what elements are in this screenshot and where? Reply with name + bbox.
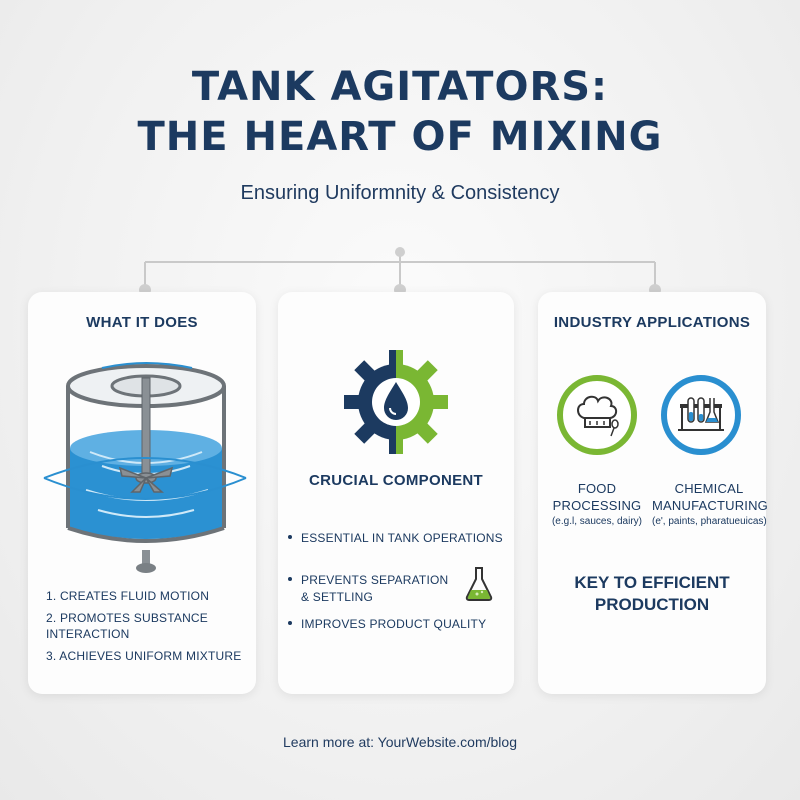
title-line-1: TANK AGITATORS: — [191, 64, 609, 110]
key-line-2: PRODUCTION — [594, 595, 710, 614]
page-title: TANK AGITATORS: THE HEART OF MIXING — [0, 62, 800, 162]
key-statement: KEY TO EFFICIENT PRODUCTION — [538, 572, 766, 616]
food-example: (e.g.l, sauces, dairy) — [551, 516, 643, 527]
card-heading-crucial-component: CRUCIAL COMPONENT — [309, 472, 483, 489]
step-item-2: 2. PROMOTES SUBSTANCE INTERACTION — [46, 611, 209, 641]
connector-node-top — [395, 247, 405, 257]
food-label-1: FOOD — [577, 481, 617, 496]
bullet-item-2: PREVENTS SEPARATION — [288, 572, 448, 588]
card-what-it-does: WHAT IT DOES — [28, 292, 256, 694]
bullet-item-1: ESSENTIAL IN TANK OPERATIONS — [288, 530, 503, 546]
flask-icon — [465, 567, 493, 601]
title-line-2: THE HEART OF MIXING — [137, 114, 663, 160]
card-industry-applications: INDUSTRY APPLICATIONS FOOD PROCESSING (e… — [538, 292, 768, 694]
test-tubes-icon — [661, 375, 741, 455]
card-heading-what-it-does: WHAT IT DOES — [86, 314, 198, 331]
chemical-label-2: MANUFACTURING — [652, 498, 768, 513]
subtitle: Ensuring Uniformnity & Consistency — [240, 182, 560, 204]
footer-link-text: Learn more at: YourWebsite.com/blog — [283, 734, 517, 750]
chemical-example: (e', paints, pharatuеuicas) — [652, 516, 767, 527]
agitator-tank-icon — [43, 362, 247, 573]
card-heading-industry-applications: INDUSTRY APPLICATIONS — [553, 314, 751, 331]
step-item-3: 3. ACHIEVES UNIFORM MIXTURE — [46, 649, 242, 663]
steps-list: 1. CREATES FLUID MOTION 2. PROMOTES SUBS… — [46, 588, 241, 670]
card-crucial-component: CRUCIAL COMPONENT ESSENTIAL IN TANK OPER… — [278, 292, 514, 694]
key-line-1: KEY TO EFFICIENT — [574, 573, 730, 592]
app-chemical-manufacturing: CHEMICAL MANUFACTURING (e', paints, phar… — [652, 480, 768, 527]
gear-water-drop-icon — [344, 350, 448, 454]
step-item-1: 1. CREATES FLUID MOTION — [46, 589, 210, 603]
app-food-processing: FOOD PROCESSING (e.g.l, sauces, dairy) — [538, 480, 656, 527]
chemical-label-1: CHEMICAL — [674, 481, 744, 496]
chef-hat-icon — [557, 375, 637, 455]
bullet-item-2-cont: & SETTLING — [301, 590, 374, 604]
bullet-item-3: IMPROVES PRODUCT QUALITY — [288, 616, 486, 632]
food-label-2: PROCESSING — [552, 498, 642, 513]
